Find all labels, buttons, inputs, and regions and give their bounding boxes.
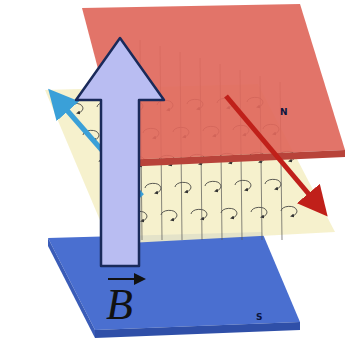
current-loop xyxy=(205,181,221,191)
vector-accent xyxy=(108,278,142,280)
current-loop xyxy=(251,207,267,217)
current-loop xyxy=(145,183,161,193)
current-arrow xyxy=(226,96,318,205)
current-loop xyxy=(235,180,251,190)
field-symbol: B xyxy=(106,283,133,327)
pole-label: N xyxy=(280,108,288,117)
south-plate xyxy=(48,232,300,338)
current-loop xyxy=(161,210,177,220)
current-loop xyxy=(221,208,237,218)
current-loop xyxy=(175,182,191,192)
current-loop xyxy=(191,209,207,219)
field-arrow xyxy=(76,38,164,266)
pole-label: S xyxy=(256,313,262,322)
current-loop xyxy=(281,206,297,216)
current-loop xyxy=(265,179,281,189)
